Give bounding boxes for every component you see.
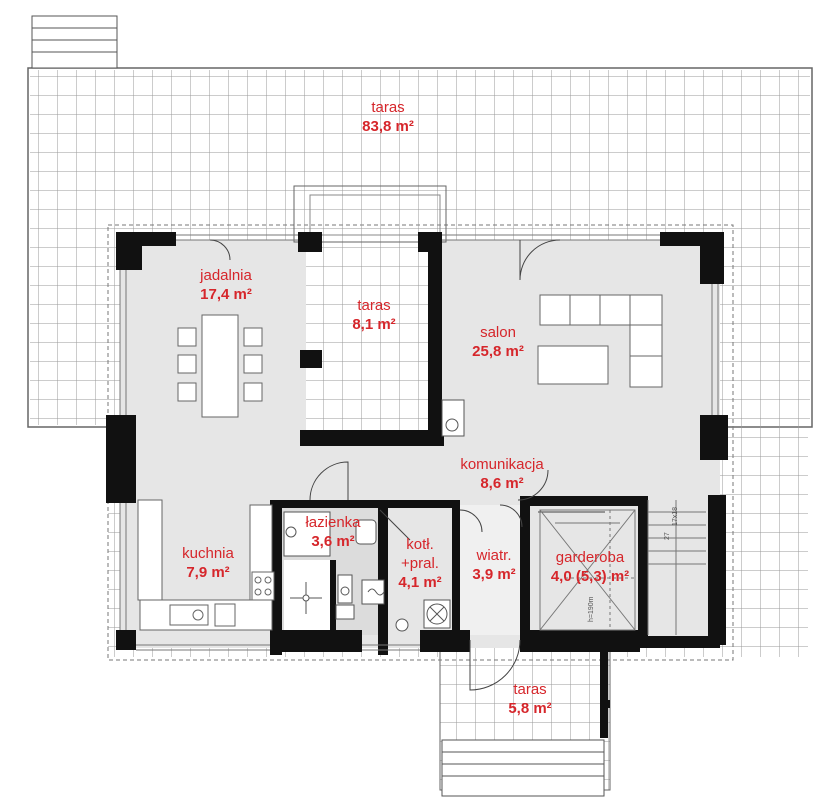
- room-area: 3,9 m²: [472, 566, 516, 583]
- room-label-jadalnia: jadalnia 17,4 m²: [200, 266, 252, 304]
- room-label-wiatr: wiatr. 3,9 m²: [472, 546, 515, 584]
- room-label-garderoba: garderoba 4,0 (5,3) m²: [551, 548, 629, 586]
- walls: [106, 232, 728, 738]
- room-name: taras: [371, 99, 405, 116]
- top-steps: [31, 15, 118, 69]
- room-area: 83,8 m²: [362, 118, 414, 135]
- room-name: salon: [480, 324, 516, 341]
- room-label-komunikacja: komunikacja 8,6 m²: [460, 455, 543, 493]
- room-name: jadalnia: [200, 267, 252, 284]
- room-label-kotl: kotł. +pral. 4,1 m²: [398, 535, 441, 592]
- room-area: 7,9 m²: [186, 564, 230, 581]
- stove: [441, 399, 465, 437]
- room-label-taras-inner: taras 8,1 m²: [352, 296, 395, 334]
- room-name: garderoba: [555, 549, 625, 566]
- bathroom-fixtures: [283, 511, 377, 614]
- room-label-lazienka: łazienka 3,6 m²: [305, 513, 360, 551]
- room-area: 4,1 m²: [398, 574, 442, 591]
- living-furniture: [537, 294, 663, 388]
- room-area: 3,6 m²: [311, 533, 355, 550]
- kitchen-units: [137, 499, 275, 631]
- room-name: wiatr.: [476, 547, 512, 564]
- room-name: taras: [513, 681, 547, 698]
- wardrobe-stairs: [539, 500, 706, 635]
- room-area: 8,1 m²: [352, 316, 396, 333]
- bottom-steps: [441, 739, 605, 797]
- stair-steps-label: 17x18: [672, 506, 679, 526]
- room-label-kuchnia: kuchnia 7,9 m²: [182, 544, 234, 582]
- room-area: 17,4 m²: [200, 286, 252, 303]
- boiler-fixtures: [335, 574, 451, 632]
- room-name: taras: [357, 297, 391, 314]
- room-area: 5,8 m²: [508, 700, 552, 717]
- room-name-line2: +pral.: [401, 555, 439, 572]
- room-area: 8,6 m²: [480, 475, 524, 492]
- stair-number-label: 27: [664, 532, 671, 540]
- doors: [209, 239, 605, 691]
- room-name: kuchnia: [182, 545, 234, 562]
- stair-height-label: h=190m: [588, 596, 595, 623]
- room-name: kotł.: [406, 536, 434, 553]
- windows: [119, 234, 719, 651]
- room-label-salon: salon 25,8 m²: [472, 323, 524, 361]
- room-label-taras-bottom: taras 5,8 m²: [508, 680, 551, 718]
- room-label-taras-top: taras 83,8 m²: [362, 98, 414, 136]
- room-name: komunikacja: [460, 456, 544, 473]
- room-name: łazienka: [305, 514, 361, 531]
- room-area: 4,0 (5,3) m²: [550, 568, 630, 585]
- inner-terrace: [293, 185, 447, 440]
- room-area: 25,8 m²: [472, 343, 524, 360]
- dining-set: [177, 314, 263, 418]
- roof-outline: [107, 224, 734, 661]
